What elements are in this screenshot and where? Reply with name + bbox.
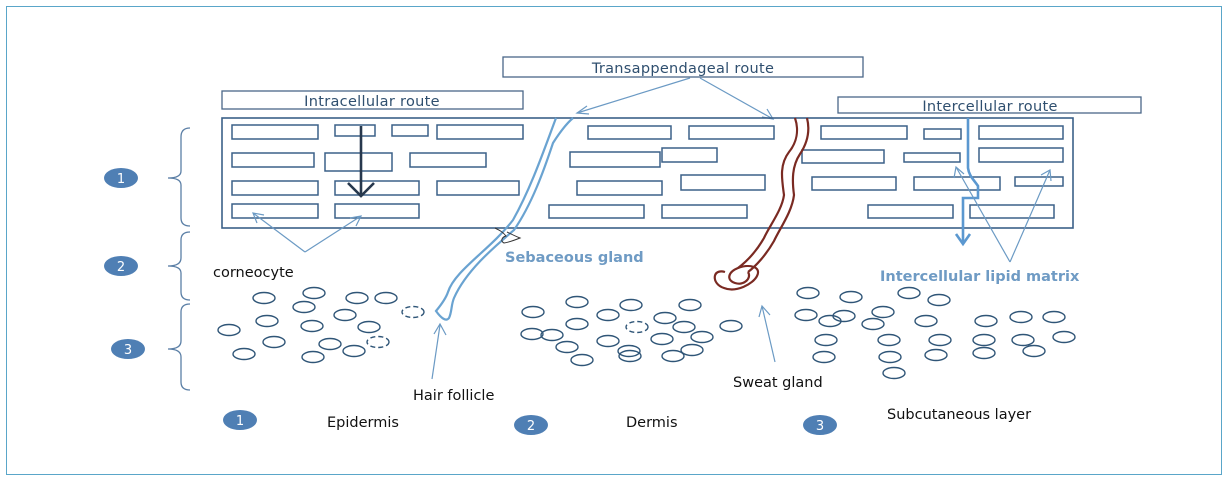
svg-text:1: 1 [117,172,125,187]
sweat-gland-label: Sweat gland [733,375,823,391]
svg-text:3: 3 [124,343,132,358]
legend-item-epidermis: 1 Epidermis [223,410,399,431]
transappendageal-route-label: Transappendageal route [591,61,774,77]
intercellular-route-box: Intercellular route [838,97,1141,115]
intercellular-route-label: Intercellular route [922,99,1057,115]
intercellular-lipid-matrix-label: Intercellular lipid matrix [880,269,1080,285]
transappendageal-arrows [577,78,773,119]
legend-label-subcutaneous-layer: Subcutaneous layer [887,407,1031,423]
hair-follicle-label: Hair follicle [413,388,494,404]
intracellular-route-box: Intracellular route [222,91,523,110]
legend-item-subcutaneous-layer: 3 Subcutaneous layer [803,407,1031,435]
sebaceous-gland-label: Sebaceous gland [505,250,644,266]
legend-label-epidermis: Epidermis [327,415,399,431]
corneocyte-arrows [253,213,361,252]
svg-text:2: 2 [527,419,535,434]
sweat-gland-path [715,118,809,289]
layer-marker-1: 1 [104,168,138,188]
legend: 1 Epidermis 2 Dermis 3 Subcutaneous laye… [223,407,1031,435]
bottom-arrows [432,306,775,379]
legend-item-dermis: 2 Dermis [514,415,678,435]
legend-label-dermis: Dermis [626,415,678,431]
svg-text:2: 2 [117,260,125,275]
layer-brackets [168,128,190,390]
corneocyte-label: corneocyte [213,265,294,281]
layer-marker-3: 3 [111,339,145,359]
transappendageal-route-box: Transappendageal route [503,57,863,77]
corneocyte-bricks [232,125,1063,218]
hair-follicle-path [436,118,573,320]
svg-text:1: 1 [236,414,244,429]
intracellular-route-label: Intracellular route [304,94,440,110]
subcutaneous-fat-cells [218,288,1075,379]
layer-marker-2: 2 [104,256,138,276]
svg-text:3: 3 [816,419,824,434]
